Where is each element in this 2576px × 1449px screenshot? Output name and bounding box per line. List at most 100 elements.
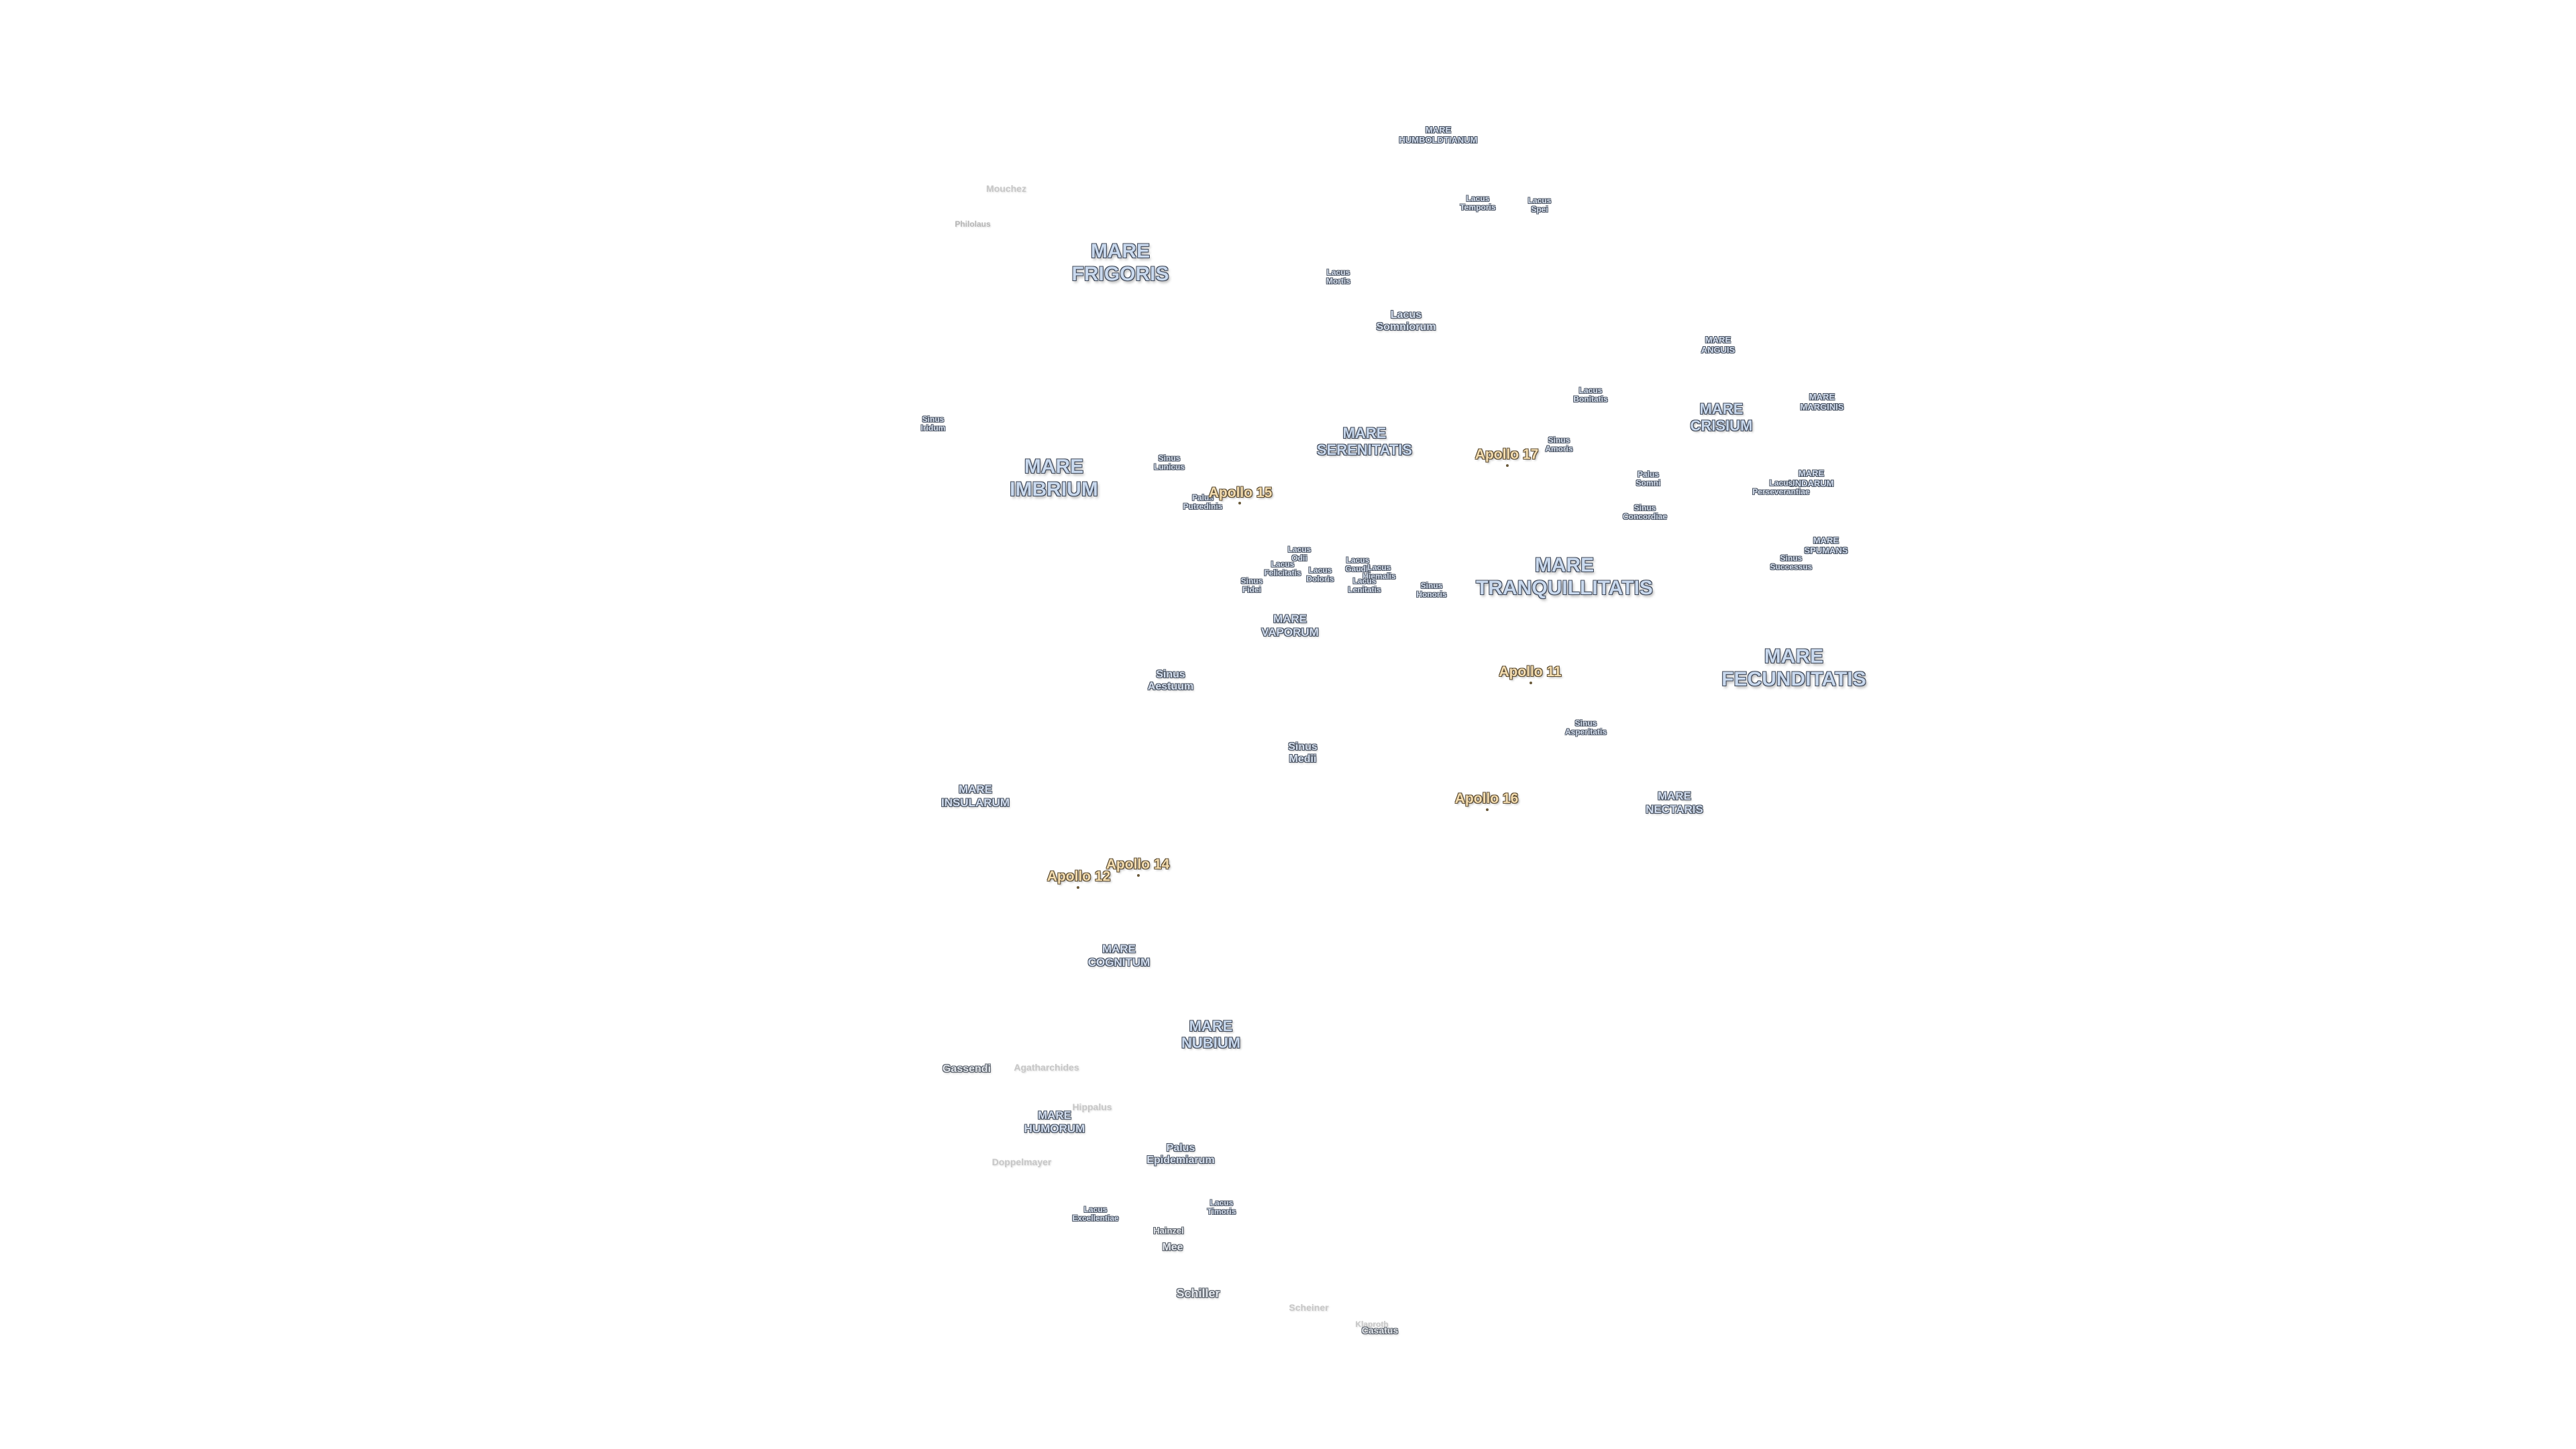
lacus-hiemalis-label[interactable]: Lacus Hiemalis bbox=[1362, 564, 1395, 581]
apollo-12-site-marker bbox=[1077, 886, 1079, 889]
lacus-mortis-line-2: Mortis bbox=[1326, 276, 1350, 286]
mare-nectaris-label[interactable]: MARE NECTARIS bbox=[1646, 790, 1703, 816]
mare-imbrium-label[interactable]: MARE IMBRIUM bbox=[1010, 455, 1098, 501]
lacus-spei-line-1: Lacus bbox=[1527, 196, 1552, 205]
sinus-lunicus-label[interactable]: Sinus Lunicus bbox=[1154, 454, 1185, 472]
lacus-gaudii-label[interactable]: Lacus Gaudii bbox=[1345, 556, 1370, 574]
sinus-aestuum-label[interactable]: Sinus Aestuum bbox=[1148, 669, 1193, 693]
apollo-14-label[interactable]: Apollo 14 bbox=[1106, 857, 1170, 872]
lacus-somniorum-label[interactable]: Lacus Somniorum bbox=[1377, 309, 1436, 333]
sinus-iridum-label[interactable]: Sinus Iridum bbox=[921, 415, 946, 433]
sinus-fidei-label[interactable]: Sinus Fidei bbox=[1241, 577, 1263, 594]
mare-nubium-label[interactable]: MARE NUBIUM bbox=[1181, 1018, 1240, 1051]
mare-spumans-label[interactable]: MARE SPUMANS bbox=[1804, 535, 1847, 555]
mare-humorum-line-2: HUMORUM bbox=[1024, 1122, 1085, 1135]
sinus-successus-line-2: Successus bbox=[1770, 562, 1813, 572]
mare-humorum-label[interactable]: MARE HUMORUM bbox=[1024, 1109, 1085, 1136]
crater-mee-label[interactable]: Mee bbox=[1162, 1242, 1183, 1253]
lacus-odii-line-1: Lacus bbox=[1287, 545, 1311, 554]
lacus-doloris-label[interactable]: Lacus Doloris bbox=[1306, 566, 1334, 584]
palus-putredinis-line-2: Putredinis bbox=[1183, 502, 1223, 511]
mare-humorum-line-1: MARE bbox=[1037, 1109, 1072, 1122]
crater-agatharchides-label[interactable]: Agatharchides bbox=[1014, 1062, 1079, 1073]
sinus-lunicus-line-2: Lunicus bbox=[1153, 462, 1185, 472]
lacus-gaudii-line-2: Gaudii bbox=[1345, 564, 1371, 574]
lacus-lenitatis-label[interactable]: Lacus Lenitatis bbox=[1348, 577, 1381, 594]
apollo-17-label[interactable]: Apollo 17 bbox=[1474, 447, 1539, 462]
mare-imbrium-line-1: MARE bbox=[1024, 455, 1084, 478]
lacus-mortis-label[interactable]: Lacus Mortis bbox=[1326, 268, 1350, 286]
mare-nubium-line-2: NUBIUM bbox=[1181, 1034, 1240, 1051]
crater-hippalus-label[interactable]: Hippalus bbox=[1072, 1102, 1112, 1112]
sinus-medii-label[interactable]: Sinus Medii bbox=[1288, 741, 1318, 765]
sinus-concordiae-label[interactable]: Sinus Concordiae bbox=[1623, 504, 1667, 521]
sinus-concordiae-line-2: Concordiae bbox=[1622, 512, 1668, 521]
mare-fecunditatis-line-2: FECUNDITATIS bbox=[1721, 668, 1866, 690]
mare-serenitatis-line-1: MARE bbox=[1342, 425, 1387, 441]
mare-cognitum-label[interactable]: MARE COGNITUM bbox=[1088, 943, 1150, 969]
mare-humboldtianum-label[interactable]: MARE HUMBOLDTIANUM bbox=[1399, 125, 1478, 145]
mare-insularum-label[interactable]: MARE INSULARUM bbox=[941, 783, 1010, 810]
mare-insularum-line-1: MARE bbox=[958, 783, 993, 796]
sinus-honoris-line-2: Honoris bbox=[1416, 590, 1447, 599]
lacus-bonitatis-label[interactable]: Lacus Bonitatis bbox=[1573, 386, 1607, 404]
crater-gassendi-label[interactable]: Gassendi bbox=[942, 1063, 991, 1075]
crater-casatus-label[interactable]: Casatus bbox=[1361, 1325, 1399, 1336]
lacus-mortis-line-1: Lacus bbox=[1326, 268, 1350, 277]
mare-undarum-line-2: UNDARUM bbox=[1788, 478, 1834, 488]
palus-epidemiarum-label[interactable]: Palus Epidemiarum bbox=[1146, 1142, 1214, 1167]
mare-insularum-line-2: INSULARUM bbox=[941, 796, 1010, 809]
mare-frigoris-label[interactable]: MARE FRIGORIS bbox=[1071, 240, 1169, 286]
mare-undarum-label[interactable]: MARE UNDARUM bbox=[1788, 468, 1833, 488]
mare-vaporum-line-2: VAPORUM bbox=[1261, 626, 1319, 639]
crater-hainzel-label[interactable]: Hainzel bbox=[1153, 1226, 1184, 1236]
palus-somni-line-2: Somni bbox=[1635, 478, 1661, 488]
palus-somni-line-1: Palus bbox=[1637, 470, 1660, 479]
sinus-amoris-label[interactable]: Sinus Amoris bbox=[1545, 436, 1572, 453]
mare-tranquillitatis-label[interactable]: MARE TRANQUILLITATIS bbox=[1476, 554, 1653, 600]
lacus-spei-label[interactable]: Lacus Spei bbox=[1528, 197, 1552, 214]
lacus-perseverantiae-line-2: Perseverantiae bbox=[1752, 487, 1810, 496]
crater-klaproth-label[interactable]: Klaproth bbox=[1355, 1320, 1389, 1329]
apollo-12-label[interactable]: Apollo 12 bbox=[1046, 869, 1111, 884]
lacus-gaudii-line-1: Lacus bbox=[1346, 555, 1370, 565]
palus-putredinis-label[interactable]: Palus Putredinis bbox=[1183, 494, 1223, 511]
lacus-felicitatis-label[interactable]: Lacus Felicitatis bbox=[1264, 560, 1301, 578]
sinus-honoris-label[interactable]: Sinus Honoris bbox=[1416, 582, 1446, 599]
crater-scheiner-label[interactable]: Scheiner bbox=[1289, 1302, 1329, 1313]
crater-doppelmayer-label[interactable]: Doppelmayer bbox=[991, 1157, 1052, 1167]
crater-schiller-label[interactable]: Schiller bbox=[1176, 1287, 1220, 1300]
lacus-odii-label[interactable]: Lacus Odii bbox=[1288, 545, 1311, 563]
mare-frigoris-line-1: MARE bbox=[1090, 240, 1150, 262]
lacus-timoris-label[interactable]: Lacus Timoris bbox=[1207, 1199, 1236, 1216]
lacus-perseverantiae-label[interactable]: Lacus Perseverantiae bbox=[1752, 479, 1809, 496]
mare-anguis-label[interactable]: MARE ANGUIS bbox=[1701, 335, 1735, 355]
lacus-excellentiae-label[interactable]: Lacus Excellentiae bbox=[1072, 1205, 1118, 1223]
sinus-asperitatis-line-1: Sinus bbox=[1574, 718, 1597, 728]
mare-vaporum-label[interactable]: MARE VAPORUM bbox=[1261, 612, 1319, 639]
mare-nectaris-line-1: MARE bbox=[1657, 790, 1692, 802]
mare-spumans-line-1: MARE bbox=[1813, 535, 1839, 545]
sinus-fidei-line-1: Sinus bbox=[1240, 576, 1263, 586]
crater-mouchez-label[interactable]: Mouchez bbox=[986, 183, 1026, 194]
mare-fecunditatis-label[interactable]: MARE FECUNDITATIS bbox=[1721, 645, 1866, 691]
lacus-spei-line-2: Spei bbox=[1531, 205, 1548, 214]
mare-nectaris-line-2: NECTARIS bbox=[1646, 803, 1703, 816]
sinus-successus-label[interactable]: Sinus Successus bbox=[1770, 554, 1813, 572]
crater-philolaus-label[interactable]: Philolaus bbox=[955, 219, 991, 229]
lacus-temporis-label[interactable]: Lacus Temporis bbox=[1460, 195, 1495, 212]
mare-serenitatis-label[interactable]: MARE SERENITATIS bbox=[1317, 425, 1412, 458]
mare-crisium-label[interactable]: MARE CRISIUM bbox=[1690, 400, 1753, 434]
sinus-asperitatis-label[interactable]: Sinus Asperitatis bbox=[1565, 719, 1607, 737]
sinus-successus-line-1: Sinus bbox=[1780, 553, 1803, 563]
mare-marginis-label[interactable]: MARE MARGINIS bbox=[1801, 392, 1844, 412]
apollo-15-label[interactable]: Apollo 15 bbox=[1208, 485, 1273, 500]
mare-anguis-line-1: MARE bbox=[1705, 335, 1731, 345]
apollo-16-label[interactable]: Apollo 16 bbox=[1454, 791, 1519, 806]
mare-cognitum-line-2: COGNITUM bbox=[1087, 956, 1150, 969]
mare-frigoris-line-2: FRIGORIS bbox=[1071, 263, 1169, 285]
apollo-11-label[interactable]: Apollo 11 bbox=[1499, 664, 1562, 680]
apollo-15-site-marker bbox=[1238, 502, 1241, 504]
palus-somni-label[interactable]: Palus Somni bbox=[1636, 470, 1661, 488]
